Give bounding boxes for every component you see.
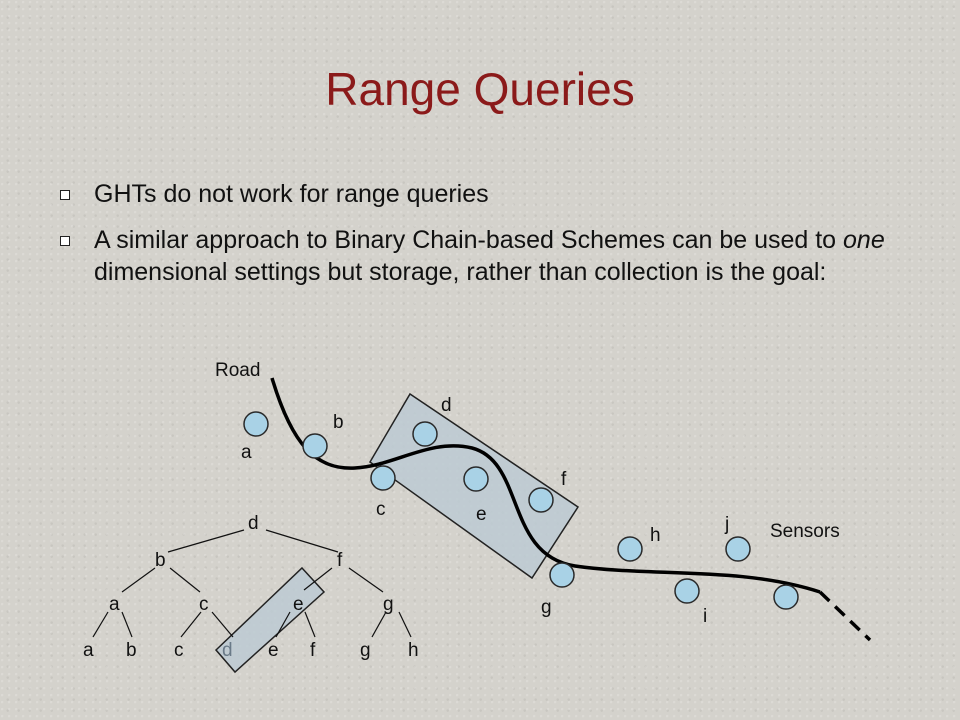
sensor-label-j: j xyxy=(724,514,729,535)
tree-node-b: b xyxy=(155,550,166,571)
bullet-item: A similar approach to Binary Chain-based… xyxy=(60,224,900,288)
bullet-text-pre: A similar approach to Binary Chain-based… xyxy=(94,226,844,254)
sensor-node-f xyxy=(528,487,554,513)
tree-leaf-b: b xyxy=(126,640,137,661)
tree-leaf-f: f xyxy=(310,640,316,661)
tree-leaf-g: g xyxy=(360,640,371,661)
bullet-item: GHTs do not work for range queries xyxy=(60,178,900,210)
sensor-node-c xyxy=(370,465,396,491)
sensor-label-i: i xyxy=(703,606,707,627)
road-line xyxy=(270,377,821,594)
tree-edges xyxy=(92,529,412,638)
sensor-label-c: c xyxy=(376,499,386,520)
tree-node-a: a xyxy=(109,594,120,615)
sensor-node-h xyxy=(617,536,643,562)
tree-leaf-d: d xyxy=(222,640,233,661)
road-label: Road xyxy=(215,360,260,381)
sensor-node-e xyxy=(463,466,489,492)
square-bullet-icon xyxy=(60,236,70,246)
tree-leaf-a: a xyxy=(83,640,94,661)
sensor-node-j xyxy=(725,536,751,562)
sensor-label-h: h xyxy=(650,525,661,546)
sensor-label-e: e xyxy=(476,504,487,525)
road-dashed-end xyxy=(818,590,872,642)
square-bullet-icon xyxy=(60,190,70,200)
sensor-node-unlabeled xyxy=(773,584,799,610)
bullet-text-post: dimensional settings but storage, rather… xyxy=(94,258,827,286)
bullet-text: GHTs do not work for range queries xyxy=(94,180,489,208)
sensor-label-b: b xyxy=(333,412,344,433)
tree-node-g: g xyxy=(383,594,394,615)
sensor-node-a xyxy=(243,411,269,437)
sensor-label-f: f xyxy=(561,469,567,490)
sensor-node-i xyxy=(674,578,700,604)
tree-node-e: e xyxy=(293,594,304,615)
sensor-label-g: g xyxy=(541,597,552,618)
tree-node-c: c xyxy=(199,594,209,615)
sensor-node-g xyxy=(549,562,575,588)
sensor-label-d: d xyxy=(441,395,452,416)
sensors-label: Sensors xyxy=(770,521,840,542)
sensor-node-d xyxy=(412,421,438,447)
bullet-list: GHTs do not work for range queries A sim… xyxy=(60,178,900,302)
sensor-node-b xyxy=(302,433,328,459)
bullet-text-emphasis: one xyxy=(843,226,885,254)
sensor-nodes xyxy=(243,411,799,610)
tree-range-box xyxy=(214,566,326,674)
tree-node-f: f xyxy=(337,550,343,571)
tree-leaf-e: e xyxy=(268,640,279,661)
tree-root: d xyxy=(248,513,259,534)
tree-leaf-h: h xyxy=(408,640,419,661)
slide-title: Range Queries xyxy=(325,63,635,115)
sensor-label-a: a xyxy=(241,442,252,463)
tree-leaf-c: c xyxy=(174,640,184,661)
